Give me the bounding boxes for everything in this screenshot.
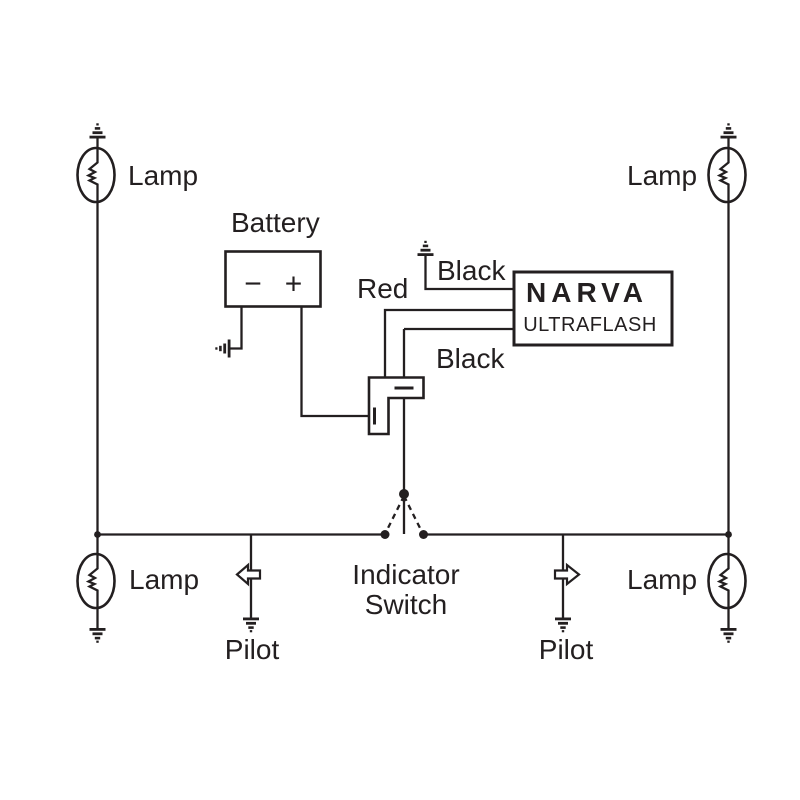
lamp-icon (76, 552, 116, 610)
lamp-top-left: Lamp (76, 123, 198, 204)
battery-negative-terminal: − (244, 268, 262, 301)
lamp-top-right: Lamp (627, 123, 747, 204)
switch-left-contact (380, 530, 390, 539)
lamp-label: Lamp (129, 564, 199, 595)
battery-positive-terminal: + (285, 268, 303, 301)
pilot-left: Pilot (225, 534, 280, 665)
brand-logo: NARVA (526, 277, 648, 308)
wire-red-label: Red (357, 273, 408, 304)
lamp-bottom-right: Lamp (627, 552, 747, 643)
lamp-label: Lamp (627, 564, 697, 595)
ground-icon (243, 617, 259, 633)
wire-black-top-label: Black (437, 255, 506, 286)
ground-icon (417, 240, 434, 256)
ground-icon (720, 628, 737, 643)
flasher-unit: Red Black Black NARVA ULTRAFLASH (357, 240, 674, 378)
arrow-left-icon (235, 562, 262, 587)
ground-icon (555, 617, 571, 633)
flasher-unit-box (512, 270, 674, 347)
battery-label: Battery (231, 207, 320, 238)
switch-throw-right (402, 495, 423, 532)
lamp-icon (76, 146, 116, 204)
switch-label-line1: Indicator (352, 559, 459, 590)
ground-icon (89, 123, 106, 139)
switch-right-contact (419, 530, 428, 539)
lamp-icon (707, 552, 747, 610)
indicator-switch: Indicator Switch (352, 489, 460, 620)
switch-label-line2: Switch (365, 589, 447, 620)
lamp-bottom-left: Lamp (76, 552, 199, 643)
lamp-label: Lamp (627, 160, 697, 191)
junction-dot-left (94, 531, 101, 538)
pilot-label: Pilot (225, 634, 280, 665)
lamp-icon (707, 146, 747, 204)
wire-battery-negative (230, 307, 243, 350)
wire-battery-positive (300, 307, 370, 418)
battery: Battery − + (215, 207, 370, 418)
ground-icon (215, 339, 231, 358)
ground-icon (720, 123, 737, 139)
wire-red (383, 308, 514, 378)
switch-throw-left (385, 495, 406, 532)
pilot-label: Pilot (539, 634, 594, 665)
pilot-right: Pilot (539, 534, 594, 665)
arrow-right-icon (553, 562, 581, 587)
switch-common-contact (399, 489, 409, 499)
ground-icon (89, 628, 106, 643)
lamp-label: Lamp (128, 160, 198, 191)
wire-black-top (424, 255, 514, 291)
wire-black-bottom-label: Black (436, 343, 505, 374)
junction-dot-right (725, 531, 732, 538)
battery-box (224, 250, 322, 308)
connector-outline (367, 376, 425, 436)
flasher-connector-block (367, 376, 425, 436)
model-name: ULTRAFLASH (523, 314, 657, 336)
